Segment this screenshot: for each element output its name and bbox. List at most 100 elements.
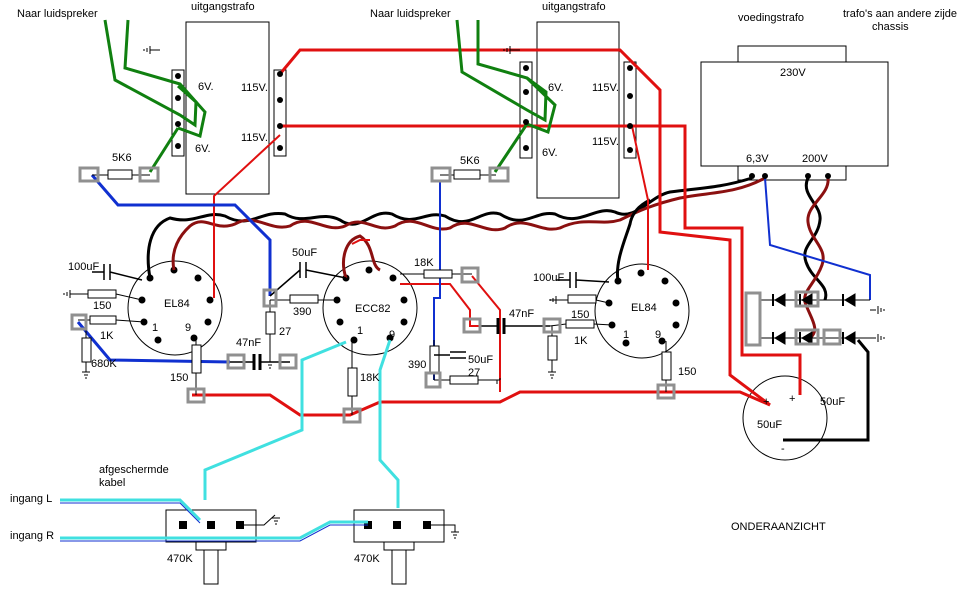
bplus-wire-main: [280, 124, 802, 395]
potentiometer-right-shaft-collar: [383, 541, 415, 551]
shielded-cable-right: [60, 339, 400, 540]
tube-socket-el84-left: [127, 260, 223, 356]
label-speaker-left: Naar luidspreker: [17, 8, 98, 20]
speaker-wire-right-2: [476, 20, 557, 134]
tube-socket-el84-right: [594, 263, 690, 359]
label-115v-a: 115V.: [241, 82, 268, 94]
label-minus: -: [781, 443, 785, 455]
label-pin1-ecc82: 1: [357, 325, 363, 337]
label-ecc82: ECC82: [355, 303, 390, 315]
label-150-left-top: 150: [93, 300, 111, 312]
heater-wire-psu-darkred: [803, 177, 830, 340]
shielded-cable-left-outline: [60, 502, 201, 524]
feedback-wire-left: [90, 174, 272, 296]
heater-wire-black: [146, 176, 753, 279]
speaker-wire-left-3: [148, 127, 180, 173]
label-input-r: ingang R: [10, 530, 54, 542]
label-bottom-view: ONDERAANZICHT: [731, 521, 826, 533]
label-el84-left: EL84: [164, 298, 190, 310]
label-5k6-left: 5K6: [112, 152, 132, 164]
label-390-right: 390: [408, 359, 426, 371]
psu-ground-wire: [783, 339, 870, 442]
ground-symbols: [63, 46, 885, 539]
label-50uf-psu-out: 50uF: [820, 396, 845, 408]
output-transformer-right-lug-strip-r: [623, 61, 637, 159]
label-6v-c: 6V.: [548, 82, 564, 94]
label-pot-right: 470K: [354, 553, 380, 565]
potentiometer-right-shaft: [391, 549, 407, 585]
signal-wire-ecc82-18k: [471, 275, 501, 392]
label-100uf-left: 100uF: [68, 261, 99, 273]
bplus-wire-left-plate: [213, 134, 281, 298]
output-transformer-right: [536, 21, 620, 199]
bplus-wire-right-plate: [631, 125, 649, 270]
label-390-left: 390: [293, 306, 311, 318]
label-pin1-right: 1: [623, 329, 629, 341]
label-pin1-left: 1: [152, 322, 158, 334]
bplus-wire-screen-bottom: [192, 390, 771, 417]
label-pot-left: 470K: [167, 553, 193, 565]
label-output-trafo-right: uitgangstrafo: [542, 1, 606, 13]
label-1k-right: 1K: [574, 335, 588, 347]
tube-socket-ecc82: [322, 260, 418, 356]
label-trafo-note-2: chassis: [872, 21, 909, 33]
signal-wire-ecc82-top: [351, 239, 370, 245]
label-el84-right: EL84: [631, 302, 657, 314]
shielded-cable-right-outline: [60, 524, 368, 542]
heater-wire-psu-black: [803, 177, 828, 301]
label-trafo-note-1: trafo's aan andere zijde: [843, 8, 957, 20]
potentiometer-left-shaft-collar: [195, 541, 227, 551]
label-6v-a: 6V.: [198, 81, 214, 93]
heater-wire-el84-right: [615, 198, 651, 282]
grid-wire-left: [76, 321, 231, 364]
label-230v: 230V: [780, 67, 806, 79]
potentiometer-left-shaft: [203, 549, 219, 585]
label-150-right-top: 150: [571, 309, 589, 321]
label-shielded-2: kabel: [99, 477, 125, 489]
power-transformer-top-cap: [737, 45, 847, 63]
feedback-wire-right: [433, 180, 441, 380]
label-150-right-bot: 150: [678, 366, 696, 378]
label-47nf-right: 47nF: [509, 308, 534, 320]
label-5k6-right: 5K6: [460, 155, 480, 167]
label-output-trafo-left: uitgangstrafo: [191, 1, 255, 13]
rectifier-diodes: [760, 293, 870, 345]
transformer-lugs: [175, 65, 831, 179]
label-6-3v: 6,3V: [746, 153, 769, 165]
label-47nf-left: 47nF: [236, 337, 261, 349]
pot-ground-wire-left: [244, 514, 276, 526]
output-transformer-left-lug-strip-r: [273, 69, 287, 157]
label-shielded-1: afgeschermde: [99, 464, 169, 476]
speaker-wire-right-1: [455, 19, 548, 123]
label-input-l: ingang L: [10, 493, 52, 505]
label-115v-b: 115V.: [241, 132, 268, 144]
label-27-left: 27: [279, 326, 291, 338]
label-115v-d: 115V.: [592, 136, 619, 148]
signal-wire-ecc82-plate: [400, 283, 480, 327]
label-680k: 680K: [91, 358, 117, 370]
label-18k-top: 18K: [414, 257, 434, 269]
label-150-left-bot: 150: [170, 372, 188, 384]
shielded-cable-left: [60, 340, 347, 522]
label-50uf-top: 50uF: [292, 247, 317, 259]
bplus-wire-top: [278, 48, 771, 407]
label-50uf-psu-in: 50uF: [757, 419, 782, 431]
label-pin9-left: 9: [185, 322, 191, 334]
cap-50uf-psu: [742, 375, 828, 461]
heater-wire-ecc82: [342, 234, 381, 279]
label-speaker-right: Naar luidspreker: [370, 8, 451, 20]
label-pin9-ecc82: 9: [389, 329, 395, 341]
label-200v: 200V: [802, 153, 828, 165]
label-plus-b: +: [789, 393, 795, 405]
resistor-leads: [70, 174, 667, 415]
cap-bars: [252, 318, 506, 370]
label-27-right: 27: [468, 367, 480, 379]
solder-tags: [70, 166, 842, 424]
label-pin9-right: 9: [655, 329, 661, 341]
label-6v-d: 6V.: [542, 147, 558, 159]
speaker-wire-left-2: [123, 19, 207, 139]
speaker-wire-right-3: [493, 123, 529, 173]
output-transformer-left: [185, 21, 270, 195]
